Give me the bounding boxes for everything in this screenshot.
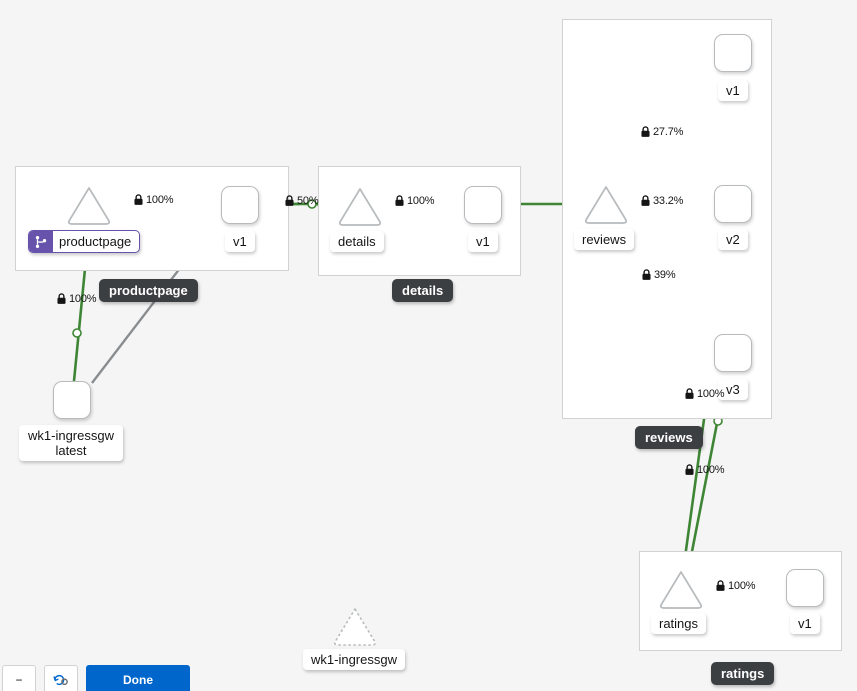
triangle-shape (659, 571, 703, 609)
reset-view-button[interactable] (44, 665, 78, 691)
node-label-reviews-v3[interactable]: v3 (718, 379, 748, 400)
zoom-out-button[interactable]: − (2, 665, 36, 691)
lock-icon (57, 293, 66, 304)
node-label-details-v1[interactable]: v1 (468, 231, 498, 252)
group-label-ratings[interactable]: ratings (711, 662, 775, 685)
group-label-details[interactable]: details (392, 279, 454, 302)
node-label-ratings-v1[interactable]: v1 (790, 613, 820, 634)
triangle-dashed-shape (334, 608, 376, 646)
lock-icon (685, 464, 694, 475)
node-workload-ratings-v1[interactable] (786, 569, 824, 607)
node-workload-productpage-v1[interactable] (221, 186, 259, 224)
edge-label-reviews-v3-to-ratings-service[interactable]: 100% (684, 464, 725, 476)
edge-label-text: 100% (407, 195, 435, 207)
node-label-ratings[interactable]: ratings (651, 613, 707, 634)
edge-label-text: 100% (146, 194, 174, 206)
lock-icon (641, 126, 650, 137)
node-workload-reviews-v1[interactable] (714, 34, 752, 72)
edge-label-text: 100% (728, 580, 756, 592)
node-label-text: productpage (59, 234, 132, 249)
lock-icon (685, 388, 694, 399)
edge-label-reviews-service-to-v2[interactable]: 33.2% (640, 195, 683, 207)
node-label-reviews[interactable]: reviews (574, 229, 635, 250)
lock-icon (641, 195, 650, 206)
edge-label-text: 50% (297, 195, 319, 207)
node-label-productpage-v1[interactable]: v1 (225, 231, 255, 252)
node-workload-reviews-v2[interactable] (714, 185, 752, 223)
group-label-productpage[interactable]: productpage (99, 279, 198, 302)
edge-label-reviews-service-to-v1[interactable]: 27.7% (640, 126, 683, 138)
triangle-shape (584, 186, 628, 224)
node-label-reviews-v1[interactable]: v1 (718, 80, 748, 101)
node-label-wk1-ingressgw[interactable]: wk1-ingressgw latest (19, 425, 123, 461)
lock-icon (134, 194, 143, 205)
virtual-service-icon (29, 231, 53, 252)
triangle-shape (338, 188, 382, 226)
edge-label-reviews-v2-to-ratings-service[interactable]: 100% (684, 388, 725, 400)
triangle-shape (67, 187, 111, 225)
edge-label-text: 100% (69, 293, 97, 305)
node-label-details[interactable]: details (330, 231, 384, 252)
edge-label-details-service-to-v1[interactable]: 100% (394, 195, 435, 207)
lock-icon (395, 195, 404, 206)
lock-icon (716, 580, 725, 591)
edge-label-productpage-v1-to-details-service[interactable]: 50% (284, 195, 319, 207)
edge-label-text: 100% (697, 464, 725, 476)
node-label-wk1-ingressgw-orphan[interactable]: wk1-ingressgw (303, 649, 405, 670)
node-label-reviews-v2[interactable]: v2 (718, 229, 748, 250)
primary-action-label: Done (123, 673, 153, 687)
lock-icon (642, 269, 651, 280)
edge-label-text: 27.7% (653, 126, 684, 138)
edge-label-productpage-service-to-v1[interactable]: 100% (133, 194, 174, 206)
reset-view-icon (53, 674, 68, 686)
edge-label-ingressgw-to-productpage-service[interactable]: 100% (56, 293, 97, 305)
graph-toolbar[interactable]: − Done (0, 665, 190, 691)
edge-label-text: 100% (697, 388, 725, 400)
group-label-reviews[interactable]: reviews (635, 426, 703, 449)
lock-icon (285, 195, 294, 206)
node-label-productpage[interactable]: productpage (28, 230, 141, 253)
node-workload-wk1-ingressgw[interactable] (53, 381, 91, 419)
edge-label-reviews-service-to-v3[interactable]: 39% (641, 269, 676, 281)
node-workload-reviews-v3[interactable] (714, 334, 752, 372)
edge-label-ratings-service-to-v1[interactable]: 100% (715, 580, 756, 592)
edge-label-text: 39% (654, 269, 676, 281)
minus-icon: − (15, 673, 23, 687)
node-workload-details-v1[interactable] (464, 186, 502, 224)
edge-label-text: 33.2% (653, 195, 684, 207)
primary-action-button[interactable]: Done (86, 665, 190, 691)
